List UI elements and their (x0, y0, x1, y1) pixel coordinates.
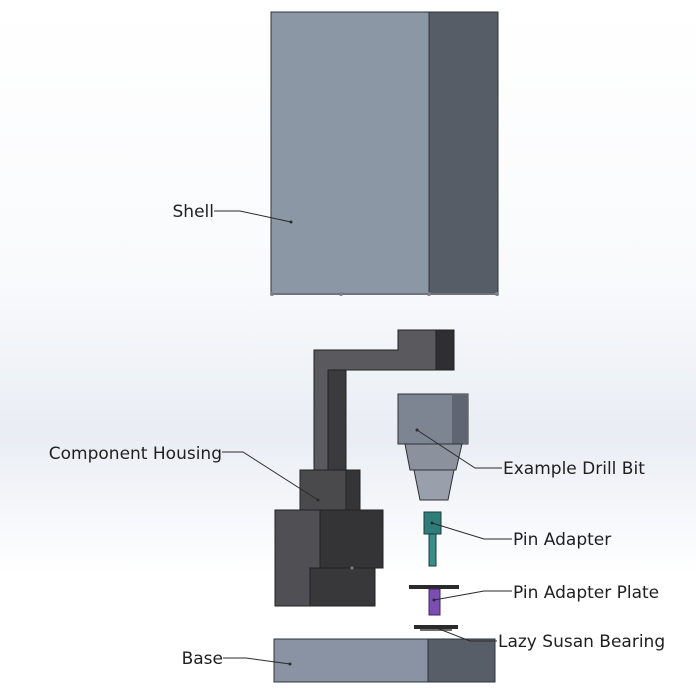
example-drill-bit-part (397, 393, 469, 501)
component-housing-leader (222, 451, 319, 501)
leader-dots (288, 220, 436, 666)
pin-adapter-plate-leader (433, 590, 512, 601)
lazy-susan-bearing-label: Lazy Susan Bearing (498, 632, 665, 652)
pin-adapter-plate-part (409, 585, 459, 616)
base-part (273, 638, 496, 683)
example-drill-bit-label: Example Drill Bit (503, 459, 645, 479)
lazy-susan-leader (433, 626, 497, 642)
pin-adapter-leader (431, 522, 512, 540)
component-housing-label: Component Housing (49, 444, 222, 464)
lazy-susan-bearing-part (414, 625, 458, 631)
drill-bit-leader (416, 429, 502, 469)
pin-adapter-label: Pin Adapter (513, 530, 611, 550)
shell-leader (214, 210, 292, 223)
component-housing-part (274, 329, 455, 607)
shell-part (270, 11, 499, 296)
pin-adapter-part (423, 511, 442, 567)
base-leader (223, 657, 291, 665)
base-label: Base (182, 649, 223, 669)
pin-adapter-plate-label: Pin Adapter Plate (513, 583, 659, 603)
shell-label: Shell (173, 202, 214, 222)
leader-lines (214, 210, 512, 665)
